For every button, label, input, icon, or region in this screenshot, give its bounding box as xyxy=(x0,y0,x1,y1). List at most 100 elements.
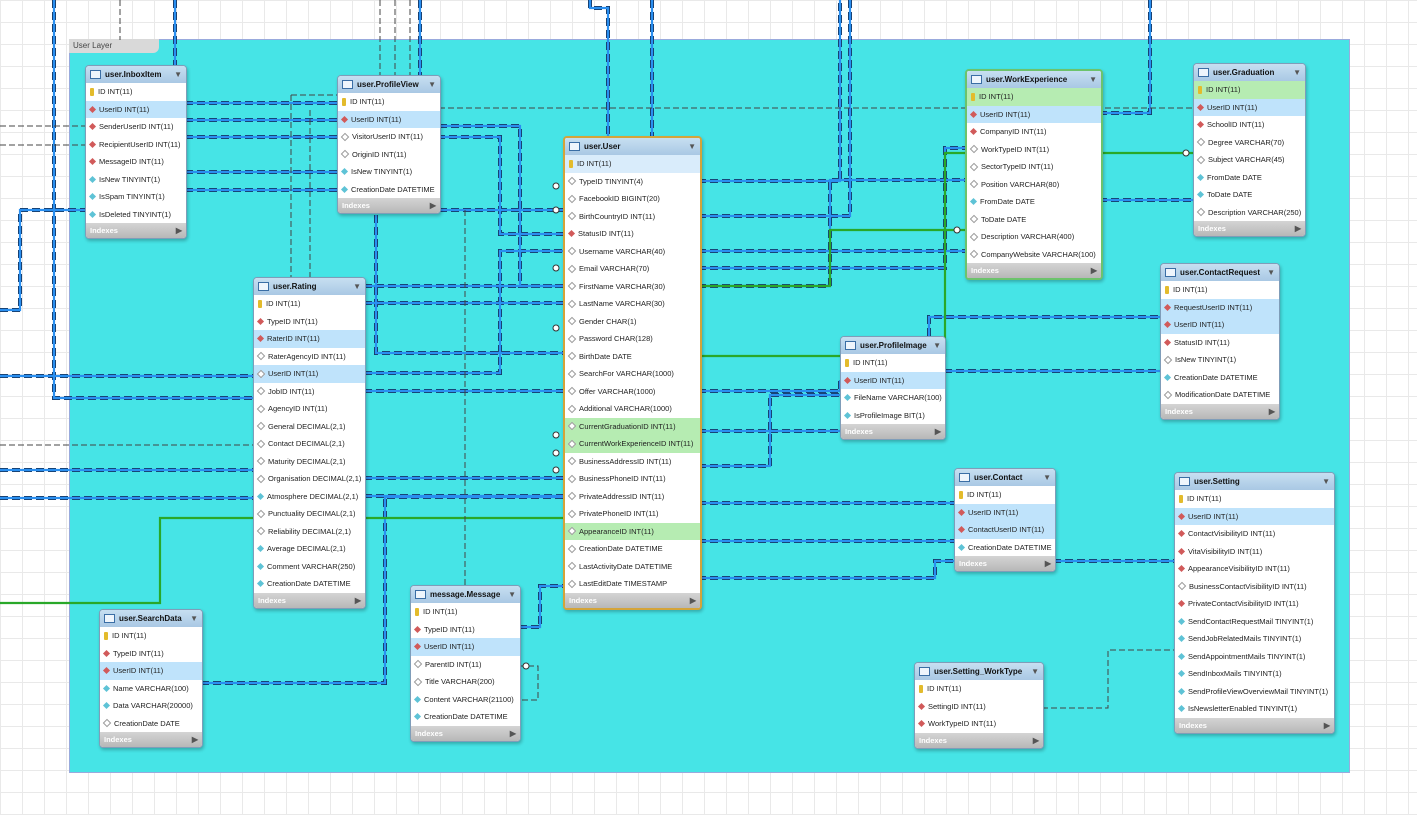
expand-arrow-icon[interactable]: ▶ xyxy=(1090,266,1097,275)
collapse-arrow-icon[interactable]: ▼ xyxy=(1031,667,1039,676)
column-row[interactable]: UserID INT(11) xyxy=(1161,316,1279,334)
column-row[interactable]: Punctuality DECIMAL(2,1) xyxy=(254,505,365,523)
column-row[interactable]: CompanyID INT(11) xyxy=(967,123,1101,141)
column-row[interactable]: CreationDate DATETIME xyxy=(338,181,440,199)
collapse-arrow-icon[interactable]: ▼ xyxy=(1089,75,1097,84)
column-row[interactable]: ID INT(11) xyxy=(254,295,365,313)
column-row[interactable]: Description VARCHAR(250) xyxy=(1194,204,1305,222)
collapse-arrow-icon[interactable]: ▼ xyxy=(1293,68,1301,77)
column-row[interactable]: CreationDate DATE xyxy=(100,715,202,733)
table-rating[interactable]: user.Rating▼ID INT(11)TypeID INT(11)Rate… xyxy=(253,277,366,609)
column-row[interactable]: VisitorUserID INT(11) xyxy=(338,128,440,146)
column-row[interactable]: Data VARCHAR(20000) xyxy=(100,697,202,715)
column-row[interactable]: SendAppointmentMails TINYINT(1) xyxy=(1175,648,1334,666)
column-row[interactable]: RaterID INT(11) xyxy=(254,330,365,348)
column-row[interactable]: MessageID INT(11) xyxy=(86,153,186,171)
column-row[interactable]: CompanyWebsite VARCHAR(100) xyxy=(967,246,1101,264)
column-row[interactable]: ID INT(11) xyxy=(411,603,520,621)
column-row[interactable]: StatusID INT(11) xyxy=(565,225,700,243)
collapse-arrow-icon[interactable]: ▼ xyxy=(1267,268,1275,277)
column-row[interactable]: ID INT(11) xyxy=(955,486,1055,504)
indexes-section[interactable]: Indexes▶ xyxy=(1175,717,1334,733)
table-contactrequest[interactable]: user.ContactRequest▼ID INT(11)RequestUse… xyxy=(1160,263,1280,420)
column-row[interactable]: UserID INT(11) xyxy=(86,100,186,118)
column-row[interactable]: Reliability DECIMAL(2,1) xyxy=(254,523,365,541)
column-row[interactable]: General DECIMAL(2,1) xyxy=(254,418,365,436)
collapse-arrow-icon[interactable]: ▼ xyxy=(428,80,436,89)
column-row[interactable]: FacebookID BIGINT(20) xyxy=(565,190,700,208)
indexes-section[interactable]: Indexes▶ xyxy=(967,263,1101,278)
column-row[interactable]: FirstName VARCHAR(30) xyxy=(565,278,700,296)
table-setting[interactable]: user.Setting▼ID INT(11)UserID INT(11)Con… xyxy=(1174,472,1335,734)
indexes-section[interactable]: Indexes▶ xyxy=(915,732,1043,748)
column-row[interactable]: AgencyID INT(11) xyxy=(254,400,365,418)
column-row[interactable]: FileName VARCHAR(100) xyxy=(841,389,945,407)
expand-arrow-icon[interactable]: ▶ xyxy=(191,735,198,744)
column-row[interactable]: Additional VARCHAR(1000) xyxy=(565,400,700,418)
expand-arrow-icon[interactable]: ▶ xyxy=(175,226,182,235)
table-header[interactable]: user.Graduation▼ xyxy=(1194,64,1305,81)
column-row[interactable]: PrivatePhoneID INT(11) xyxy=(565,505,700,523)
indexes-section[interactable]: Indexes▶ xyxy=(254,592,365,608)
column-row[interactable]: OriginID INT(11) xyxy=(338,146,440,164)
column-row[interactable]: IsNew TINYINT(1) xyxy=(338,163,440,181)
indexes-section[interactable]: Indexes▶ xyxy=(338,198,440,213)
column-row[interactable]: ContactUserID INT(11) xyxy=(955,521,1055,539)
column-row[interactable]: UserID INT(11) xyxy=(338,110,440,128)
column-row[interactable]: SendInboxMails TINYINT(1) xyxy=(1175,665,1334,683)
column-row[interactable]: WorkTypeID INT(11) xyxy=(967,141,1101,159)
table-header[interactable]: user.ProfileView▼ xyxy=(338,76,440,93)
column-row[interactable]: ID INT(11) xyxy=(915,680,1043,698)
column-row[interactable]: Maturity DECIMAL(2,1) xyxy=(254,453,365,471)
column-row[interactable]: IsSpam TINYINT(1) xyxy=(86,188,186,206)
column-row[interactable]: Name VARCHAR(100) xyxy=(100,680,202,698)
collapse-arrow-icon[interactable]: ▼ xyxy=(190,614,198,623)
column-row[interactable]: PrivateAddressID INT(11) xyxy=(565,488,700,506)
column-row[interactable]: ID INT(11) xyxy=(967,88,1101,106)
column-row[interactable]: BusinessAddressID INT(11) xyxy=(565,453,700,471)
table-profileview[interactable]: user.ProfileView▼ID INT(11)UserID INT(11… xyxy=(337,75,441,214)
collapse-arrow-icon[interactable]: ▼ xyxy=(508,590,516,599)
table-header[interactable]: message.Message▼ xyxy=(411,586,520,603)
column-row[interactable]: FromDate DATE xyxy=(967,193,1101,211)
table-header[interactable]: user.ProfileImage▼ xyxy=(841,337,945,354)
column-row[interactable]: IsNewsletterEnabled TINYINT(1) xyxy=(1175,700,1334,718)
column-row[interactable]: ID INT(11) xyxy=(100,627,202,645)
table-user[interactable]: user.User▼ID INT(11)TypeID TINYINT(4)Fac… xyxy=(563,136,702,610)
column-row[interactable]: CreationDate DATETIME xyxy=(411,708,520,726)
expand-arrow-icon[interactable]: ▶ xyxy=(934,427,941,436)
indexes-section[interactable]: Indexes▶ xyxy=(411,725,520,741)
column-row[interactable]: ToDate DATE xyxy=(1194,186,1305,204)
indexes-section[interactable]: Indexes▶ xyxy=(1194,221,1305,236)
column-row[interactable]: Contact DECIMAL(2,1) xyxy=(254,435,365,453)
column-row[interactable]: ContactVisibilityID INT(11) xyxy=(1175,525,1334,543)
column-row[interactable]: CreationDate DATETIME xyxy=(565,540,700,558)
table-header[interactable]: user.ContactRequest▼ xyxy=(1161,264,1279,281)
indexes-section[interactable]: Indexes▶ xyxy=(100,732,202,747)
column-row[interactable]: CurrentWorkExperienceID INT(11) xyxy=(565,435,700,453)
column-row[interactable]: FromDate DATE xyxy=(1194,169,1305,187)
column-row[interactable]: ToDate DATE xyxy=(967,211,1101,229)
collapse-arrow-icon[interactable]: ▼ xyxy=(1322,477,1330,486)
column-row[interactable]: Username VARCHAR(40) xyxy=(565,243,700,261)
indexes-section[interactable]: Indexes▶ xyxy=(86,223,186,238)
column-row[interactable]: CreationDate DATETIME xyxy=(1161,369,1279,387)
table-searchdata[interactable]: user.SearchData▼ID INT(11)TypeID INT(11)… xyxy=(99,609,203,748)
indexes-section[interactable]: Indexes▶ xyxy=(955,556,1055,571)
table-contact[interactable]: user.Contact▼ID INT(11)UserID INT(11)Con… xyxy=(954,468,1056,572)
column-row[interactable]: PrivateContactVisibilityID INT(11) xyxy=(1175,595,1334,613)
expand-arrow-icon[interactable]: ▶ xyxy=(1268,406,1275,416)
table-settingworktype[interactable]: user.Setting_WorkType▼ID INT(11)SettingI… xyxy=(914,662,1044,749)
column-row[interactable]: SettingID INT(11) xyxy=(915,698,1043,716)
column-row[interactable]: AppearanceVisibilityID INT(11) xyxy=(1175,560,1334,578)
collapse-arrow-icon[interactable]: ▼ xyxy=(353,282,361,291)
table-header[interactable]: user.User▼ xyxy=(565,138,700,155)
column-row[interactable]: Average DECIMAL(2,1) xyxy=(254,540,365,558)
expand-arrow-icon[interactable]: ▶ xyxy=(1044,559,1051,568)
column-row[interactable]: SearchFor VARCHAR(1000) xyxy=(565,365,700,383)
column-row[interactable]: TypeID INT(11) xyxy=(100,645,202,663)
column-row[interactable]: CreationDate DATETIME xyxy=(254,575,365,593)
column-row[interactable]: UserID INT(11) xyxy=(841,371,945,389)
column-row[interactable]: Degree VARCHAR(70) xyxy=(1194,134,1305,152)
